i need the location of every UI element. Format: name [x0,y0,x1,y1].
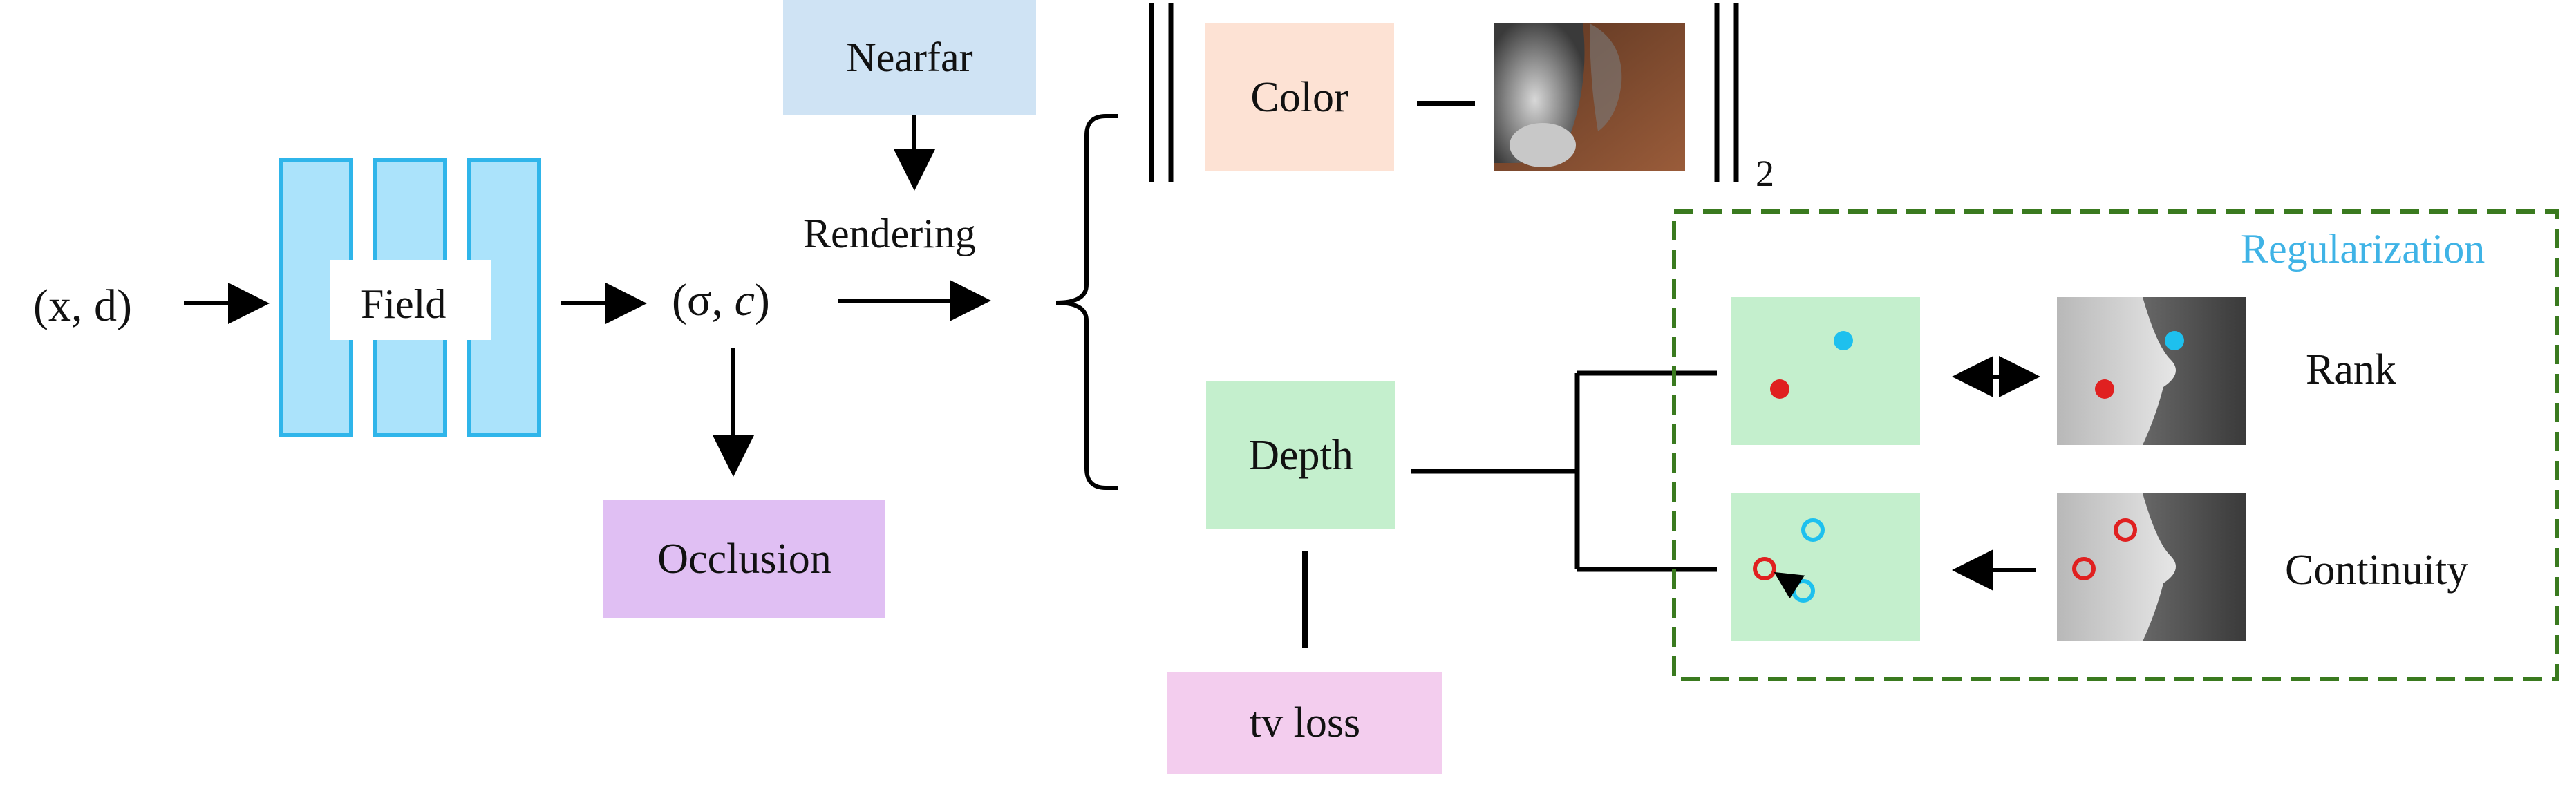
color-label: Color [1250,73,1348,121]
rank-depth-map [2057,297,2246,445]
rank-depth-sample [1731,297,1920,445]
regularization-title: Regularization [2241,226,2485,272]
output-label: (σ, c) [672,278,770,323]
curly-brace [1055,114,1118,490]
continuity-depth-map [2057,493,2246,641]
output-label-prefix: (σ, [672,275,735,325]
output-label-close: ) [754,275,770,325]
nearfar-box: Nearfar [783,0,1036,115]
continuity-small-arrow [1774,571,1805,599]
continuity-blue-circle-1 [1801,518,1825,542]
depth-box: Depth [1206,381,1395,529]
rank-map-blue-dot [2165,331,2184,350]
color-box: Color [1205,23,1394,171]
rank-red-dot [1770,379,1789,399]
input-label: (x, d) [33,281,132,331]
output-label-c: c [734,275,755,325]
rank-label: Rank [2306,346,2396,393]
depth-label: Depth [1248,431,1353,479]
rank-map-red-dot [2095,379,2114,399]
occlusion-box: Occlusion [603,500,885,618]
rank-blue-dot [1834,331,1853,350]
continuity-label: Continuity [2285,547,2469,594]
rendering-label: Rendering [803,211,976,256]
field-label: Field [361,281,446,327]
rendered-image [1494,23,1685,171]
nearfar-label: Nearfar [846,34,973,80]
regularization-box [1672,209,2559,681]
norm-subscript: 2 [1756,153,1774,194]
continuity-map-red-circle-1 [2114,518,2137,542]
field-label-bg [330,260,491,340]
tvloss-label: tv loss [1249,699,1361,746]
occlusion-label: Occlusion [657,535,831,583]
continuity-map-red-circle-2 [2072,557,2096,580]
continuity-depth-sample [1731,493,1920,641]
continuity-red-circle [1753,557,1776,580]
tvloss-box: tv loss [1167,672,1442,774]
